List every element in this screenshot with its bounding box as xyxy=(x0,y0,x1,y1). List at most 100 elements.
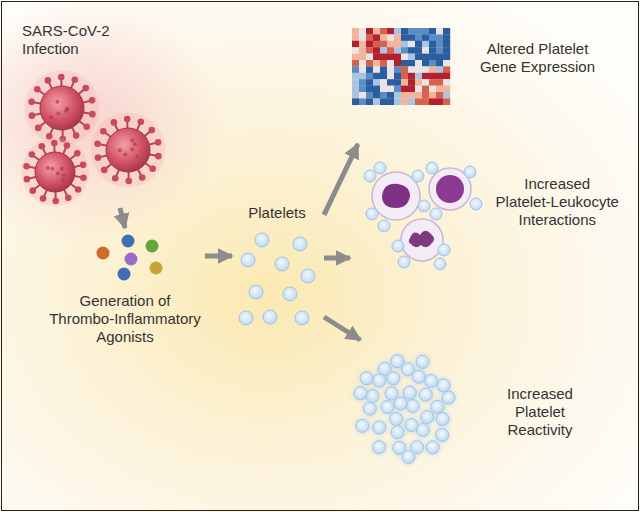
virus-glow xyxy=(21,138,89,206)
heatmap-cell xyxy=(401,66,408,73)
spike-tip xyxy=(80,174,87,181)
heatmap-cell xyxy=(359,79,366,86)
agonist-dot xyxy=(150,262,163,275)
heatmap-cell xyxy=(443,47,450,54)
platelet xyxy=(354,387,367,400)
heatmap-cell xyxy=(366,41,373,48)
platelet xyxy=(387,372,400,385)
platelet xyxy=(426,441,439,454)
heatmap-cell xyxy=(394,79,401,86)
spike-tip xyxy=(45,77,52,84)
cell-nucleus xyxy=(436,175,464,203)
heatmap xyxy=(352,28,450,105)
heatmap-cell xyxy=(359,60,366,67)
heatmap-cell xyxy=(429,86,436,93)
virus-group xyxy=(21,71,165,206)
flow-arrow xyxy=(324,144,358,215)
heatmap-cell xyxy=(359,98,366,105)
spike-tip xyxy=(155,153,162,160)
heatmap-cell xyxy=(366,60,373,67)
heatmap-cell xyxy=(352,98,359,105)
heatmap-cell xyxy=(408,28,415,35)
heatmap-cell xyxy=(380,34,387,41)
platelet xyxy=(436,428,449,441)
heatmap-cell xyxy=(401,41,408,48)
infection-haze xyxy=(0,0,225,240)
platelet xyxy=(390,412,403,425)
heatmap-cell xyxy=(422,54,429,61)
heatmap-cell xyxy=(380,86,387,93)
heatmap-cell xyxy=(387,60,394,67)
heatmap-cell xyxy=(380,47,387,54)
spike-tip xyxy=(64,142,71,149)
platelet xyxy=(255,233,269,247)
platelet xyxy=(381,401,394,414)
step-label: Increased Platelet Reactivity xyxy=(495,385,585,439)
platelet xyxy=(398,256,410,268)
virus-glow xyxy=(91,113,166,188)
virus-body xyxy=(35,152,75,192)
heatmap-cell xyxy=(359,86,366,93)
heatmap-cell xyxy=(436,73,443,80)
heatmap-cell xyxy=(373,92,380,99)
heatmap-cell xyxy=(373,79,380,86)
spike-tip xyxy=(74,150,81,157)
heatmap-cell xyxy=(415,41,422,48)
platelet xyxy=(275,257,289,271)
spike-tip xyxy=(28,99,35,106)
heatmap-cell xyxy=(429,66,436,73)
heatmap-cell xyxy=(443,28,450,35)
spike-tip xyxy=(137,118,144,125)
platelet xyxy=(373,421,386,434)
heatmap-cell xyxy=(366,98,373,105)
platelet xyxy=(391,355,404,368)
spike-tip xyxy=(89,111,96,118)
heatmap-cell xyxy=(401,34,408,41)
heatmap-cell xyxy=(422,79,429,86)
heatmap-cell xyxy=(359,28,366,35)
platelet xyxy=(364,170,376,182)
heatmap-cell xyxy=(387,47,394,54)
heatmap-cell xyxy=(394,47,401,54)
flow-arrow xyxy=(205,253,232,258)
heatmap-cell xyxy=(401,60,408,67)
heatmap-cell xyxy=(415,47,422,54)
heatmap-cell xyxy=(394,73,401,80)
virus-dot xyxy=(46,166,50,170)
heatmap-cell xyxy=(422,60,429,67)
heatmap-cell xyxy=(443,60,450,67)
heatmap-cell xyxy=(373,98,380,105)
spike-tip xyxy=(29,151,36,158)
heatmap-cell xyxy=(359,41,366,48)
heatmap-cell xyxy=(366,79,373,86)
step-label: Generation of Thrombo-Inflammatory Agoni… xyxy=(47,292,203,346)
heatmap-cell xyxy=(436,41,443,48)
heatmap-cell xyxy=(352,92,359,99)
platelet xyxy=(412,170,424,182)
heatmap-cell xyxy=(352,86,359,93)
heatmap-cell xyxy=(394,92,401,99)
spike-tip xyxy=(23,163,30,170)
heatmap-cell xyxy=(401,98,408,105)
heatmap-cell xyxy=(366,28,373,35)
heatmap-cell xyxy=(401,92,408,99)
agonist-dot xyxy=(146,240,159,253)
heatmap-cell xyxy=(443,34,450,41)
heatmap-cell xyxy=(436,54,443,61)
heatmap-cell xyxy=(380,28,387,35)
heatmap-cell xyxy=(408,60,415,67)
platelet xyxy=(374,162,386,174)
heatmap-cell xyxy=(387,54,394,61)
spike-tip xyxy=(95,154,102,161)
heatmap-cell xyxy=(422,41,429,48)
heatmap-cell xyxy=(415,73,422,80)
heatmap-cell xyxy=(359,92,366,99)
heatmap-cell xyxy=(408,92,415,99)
platelet xyxy=(360,372,373,385)
spike-tip xyxy=(80,162,87,169)
platelet xyxy=(438,244,450,256)
spike-tip xyxy=(155,139,162,146)
heatmap-cell xyxy=(422,47,429,54)
virus-dot xyxy=(118,148,122,152)
virus-glow xyxy=(25,71,100,146)
